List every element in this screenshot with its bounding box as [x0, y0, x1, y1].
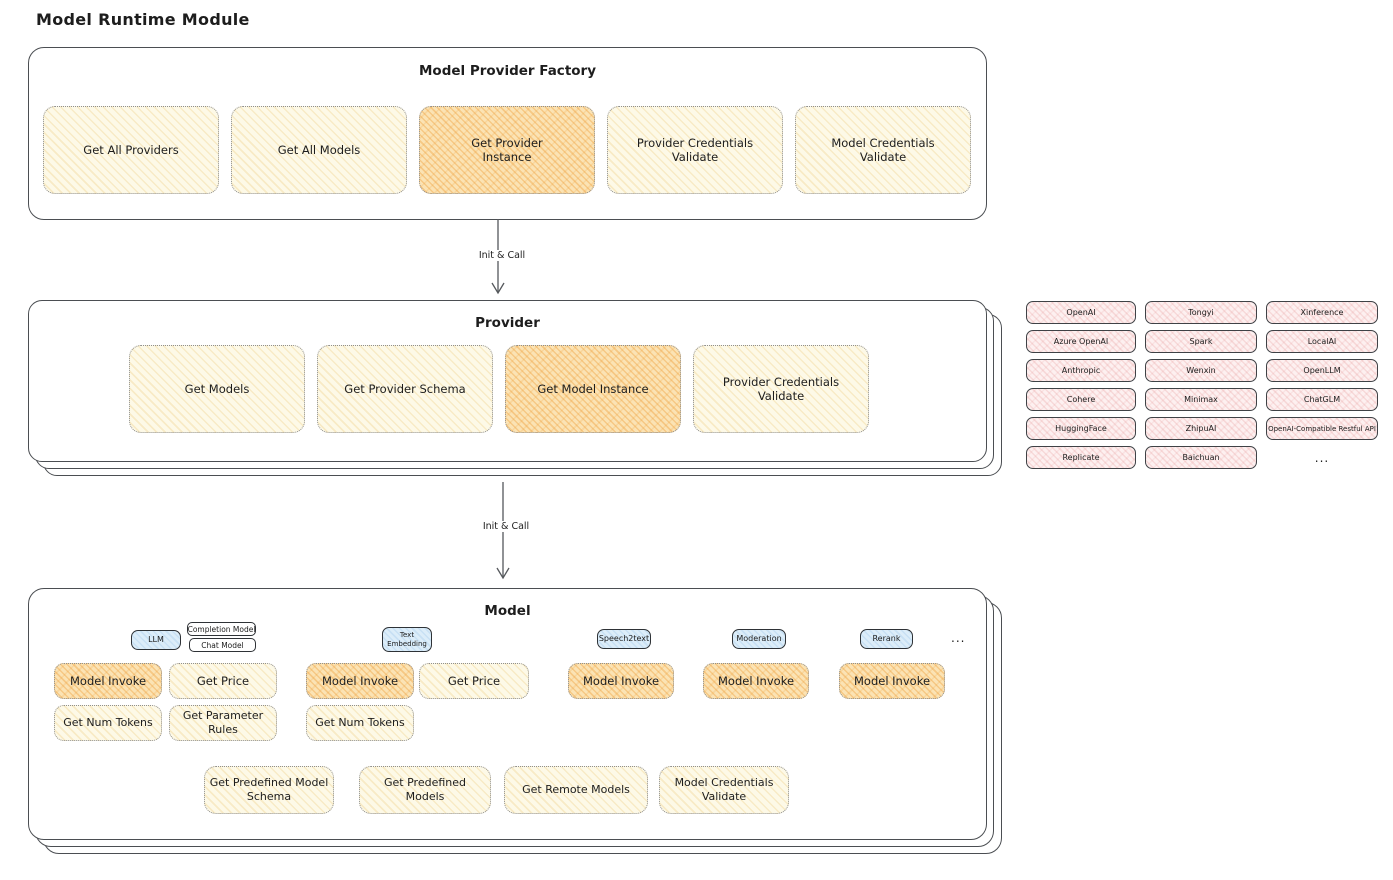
- llm-tag: LLM: [131, 630, 181, 650]
- vendor-cohere: Cohere: [1026, 388, 1136, 411]
- vendor-baichuan: Baichuan: [1145, 446, 1257, 469]
- provider-container: Provider Get Models Get Provider Schema …: [28, 300, 987, 462]
- embedding-get-price-box: Get Price: [419, 663, 529, 699]
- get-remote-models-box: Get Remote Models: [504, 766, 648, 814]
- get-predefined-models-box: Get Predefined Models: [359, 766, 491, 814]
- get-predefined-model-schema-box: Get Predefined Model Schema: [204, 766, 334, 814]
- completion-model-tag: Completion Model: [187, 622, 256, 636]
- vendor-anthropic: Anthropic: [1026, 359, 1136, 382]
- vendor-huggingface: HuggingFace: [1026, 417, 1136, 440]
- vendor-replicate: Replicate: [1026, 446, 1136, 469]
- llm-get-parameter-rules-box: Get Parameter Rules: [169, 705, 277, 741]
- speech2text-tag: Speech2text: [597, 629, 651, 649]
- llm-get-num-tokens-box: Get Num Tokens: [54, 705, 162, 741]
- chat-model-tag: Chat Model: [189, 638, 256, 652]
- vendor-zhipuai: ZhipuAI: [1145, 417, 1257, 440]
- vendor-more-ellipsis: ...: [1314, 450, 1330, 465]
- page-title: Model Runtime Module: [36, 10, 250, 29]
- model-credentials-validate-box-2: Model Credentials Validate: [659, 766, 789, 814]
- provider-credentials-validate-box: Provider Credentials Validate: [607, 106, 783, 194]
- get-model-instance-box: Get Model Instance: [505, 345, 681, 433]
- get-all-models-box: Get All Models: [231, 106, 407, 194]
- factory-container: Model Provider Factory Get All Providers…: [28, 47, 987, 220]
- speech2text-model-invoke-box: Model Invoke: [568, 663, 674, 699]
- init-call-label-1: Init & Call: [468, 250, 536, 261]
- rerank-model-invoke-box: Model Invoke: [839, 663, 945, 699]
- get-all-providers-box: Get All Providers: [43, 106, 219, 194]
- llm-model-invoke-box: Model Invoke: [54, 663, 162, 699]
- embedding-model-invoke-box: Model Invoke: [306, 663, 414, 699]
- moderation-model-invoke-box: Model Invoke: [703, 663, 809, 699]
- moderation-tag: Moderation: [732, 629, 786, 649]
- get-provider-schema-box: Get Provider Schema: [317, 345, 493, 433]
- vendor-localai: LocalAI: [1266, 330, 1378, 353]
- init-call-label-2: Init & Call: [472, 521, 540, 532]
- model-more-ellipsis: ...: [951, 631, 966, 645]
- model-title: Model: [484, 603, 531, 619]
- model-credentials-validate-box: Model Credentials Validate: [795, 106, 971, 194]
- vendor-openai: OpenAI: [1026, 301, 1136, 324]
- vendor-openllm: OpenLLM: [1266, 359, 1378, 382]
- vendor-spark: Spark: [1145, 330, 1257, 353]
- vendor-xinference: Xinference: [1266, 301, 1378, 324]
- model-container: Model LLM Completion Model Chat Model Te…: [28, 588, 987, 840]
- vendor-openai-compatible: OpenAI-Compatible Restful API: [1266, 417, 1378, 440]
- vendor-azure-openai: Azure OpenAI: [1026, 330, 1136, 353]
- provider-title: Provider: [475, 315, 540, 331]
- factory-title: Model Provider Factory: [418, 63, 597, 79]
- vendor-tongyi: Tongyi: [1145, 301, 1257, 324]
- vendor-wenxin: Wenxin: [1145, 359, 1257, 382]
- text-embedding-tag: Text Embedding: [382, 627, 432, 652]
- llm-get-price-box: Get Price: [169, 663, 277, 699]
- provider-vendor-grid: OpenAI Tongyi Xinference Azure OpenAI Sp…: [1026, 301, 1378, 469]
- vendor-chatglm: ChatGLM: [1266, 388, 1378, 411]
- embedding-get-num-tokens-box: Get Num Tokens: [306, 705, 414, 741]
- provider-credentials-validate-box-2: Provider Credentials Validate: [693, 345, 869, 433]
- get-models-box: Get Models: [129, 345, 305, 433]
- vendor-minimax: Minimax: [1145, 388, 1257, 411]
- get-provider-instance-box: Get Provider Instance: [419, 106, 595, 194]
- rerank-tag: Rerank: [860, 629, 913, 649]
